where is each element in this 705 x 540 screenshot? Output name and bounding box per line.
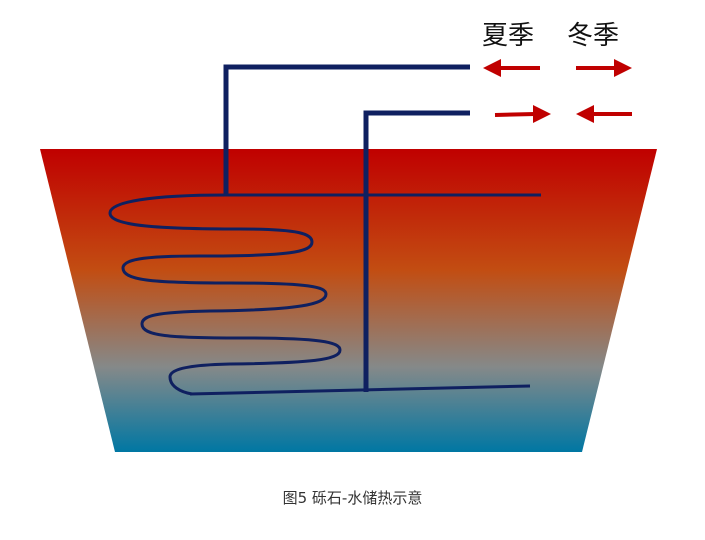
arrow-right-icon <box>494 105 551 123</box>
arrow-left-icon <box>576 105 632 123</box>
arrow-left-icon <box>483 59 540 77</box>
storage-tank <box>40 149 657 452</box>
figure-caption: 图5 砾石-水储热示意 <box>282 489 423 507</box>
serpentine-coil <box>108 193 342 396</box>
inner-pipe <box>363 110 470 392</box>
summer-label: 夏季 <box>482 21 534 51</box>
winter-label: 冬季 <box>567 21 619 51</box>
outer-pipe <box>223 64 470 194</box>
arrow-right-icon <box>576 59 632 77</box>
bottom-collection-line <box>189 384 531 396</box>
